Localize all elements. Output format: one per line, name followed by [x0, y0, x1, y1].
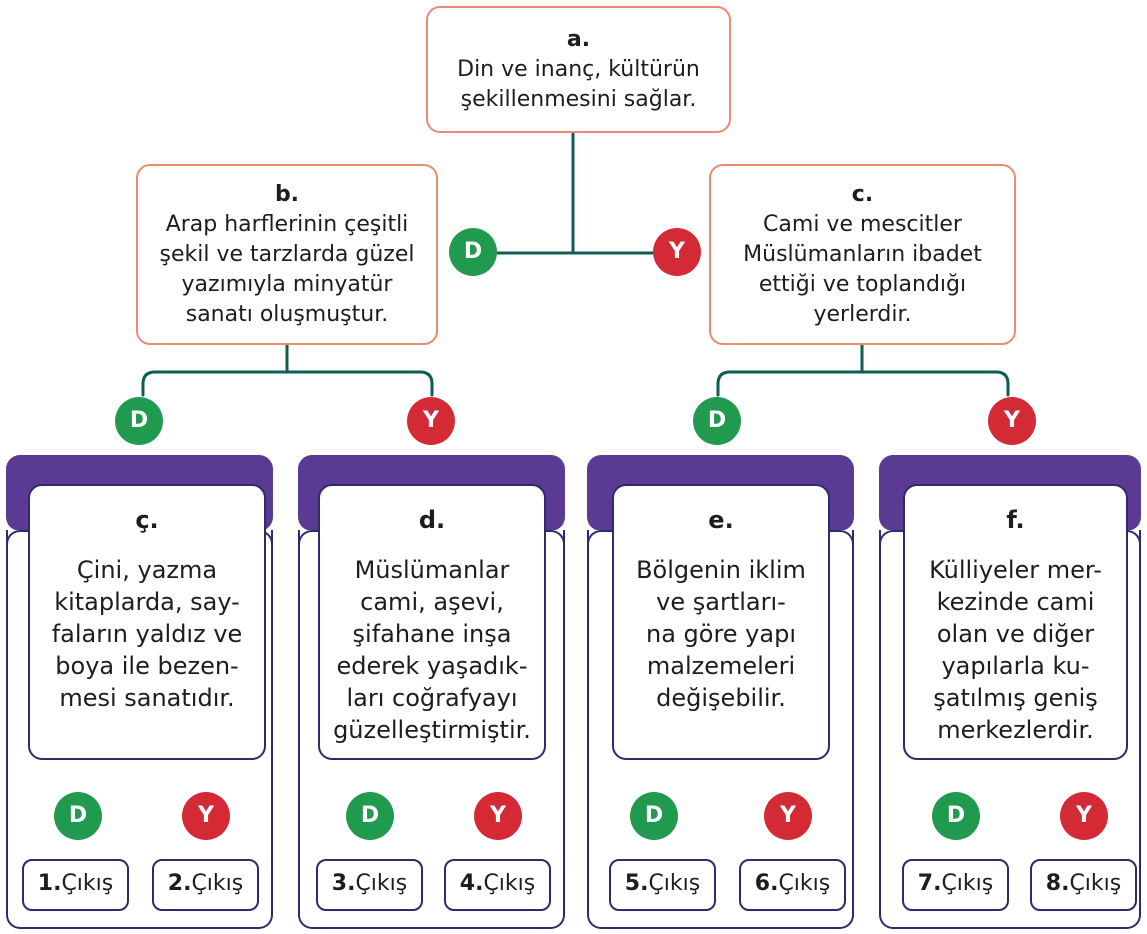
card-text: Bölgenin iklim ve şartları- na göre yapı…: [636, 556, 806, 712]
statement-card-c-cedilla: ç. Çini, yazma kitaplarda, say- faların …: [28, 484, 266, 760]
box-letter: c.: [851, 181, 874, 207]
exit-number: 7.: [917, 871, 942, 896]
box-text: Din ve inanç, kültürün şekillenmesini sa…: [457, 56, 700, 112]
exit-label: Çıkış: [1069, 871, 1122, 896]
exit-number: 6.: [754, 871, 779, 896]
card-letter: d.: [418, 506, 446, 534]
exit-number: 8.: [1045, 871, 1070, 896]
exit-box-1[interactable]: 1.Çıkış: [22, 859, 129, 911]
statement-box-c: c. Cami ve mescitler Müslümanların ibade…: [709, 164, 1016, 345]
exit-label: Çıkış: [778, 871, 831, 896]
false-answer-circle[interactable]: Y: [653, 228, 701, 276]
exit-box-7[interactable]: 7.Çıkış: [902, 859, 1009, 911]
card-text: Müslümanlar cami, aşevi, şifahane inşa e…: [333, 556, 531, 744]
exit-box-4[interactable]: 4.Çıkış: [444, 859, 551, 911]
false-answer-circle[interactable]: Y: [474, 792, 522, 840]
false-answer-circle[interactable]: Y: [764, 792, 812, 840]
box-text: Cami ve mescitler Müslümanların ibadet e…: [743, 211, 982, 327]
statement-card-e: e. Bölgenin iklim ve şartları- na göre y…: [612, 484, 830, 760]
card-letter: ç.: [135, 506, 159, 534]
exit-label: Çıkış: [648, 871, 701, 896]
exit-label: Çıkış: [191, 871, 244, 896]
false-answer-circle[interactable]: Y: [1060, 792, 1108, 840]
false-answer-circle[interactable]: Y: [407, 397, 455, 445]
box-letter: b.: [274, 181, 300, 207]
exit-box-8[interactable]: 8.Çıkış: [1030, 859, 1137, 911]
exit-number: 2.: [167, 871, 192, 896]
exit-box-6[interactable]: 6.Çıkış: [739, 859, 846, 911]
statement-card-d: d. Müslümanlar cami, aşevi, şifahane inş…: [318, 484, 546, 760]
box-text: Arap harflerinin çeşitli şekil ve tarzla…: [159, 211, 415, 327]
exit-label: Çıkış: [483, 871, 536, 896]
true-answer-circle[interactable]: D: [932, 792, 980, 840]
statement-box-b: b. Arap harflerinin çeşitli şekil ve tar…: [136, 164, 438, 345]
true-answer-circle[interactable]: D: [449, 228, 497, 276]
true-answer-circle[interactable]: D: [630, 792, 678, 840]
box-letter: a.: [566, 26, 591, 52]
exit-box-3[interactable]: 3.Çıkış: [316, 859, 423, 911]
true-answer-circle[interactable]: D: [693, 397, 741, 445]
true-answer-circle[interactable]: D: [115, 397, 163, 445]
card-text: Külliyeler mer- kezinde cami olan ve diğ…: [929, 556, 1102, 744]
false-answer-circle[interactable]: Y: [182, 792, 230, 840]
exit-label: Çıkış: [941, 871, 994, 896]
true-answer-circle[interactable]: D: [346, 792, 394, 840]
exit-number: 1.: [37, 871, 62, 896]
exit-box-5[interactable]: 5.Çıkış: [609, 859, 716, 911]
statement-card-f: f. Külliyeler mer- kezinde cami olan ve …: [903, 484, 1128, 760]
exit-label: Çıkış: [355, 871, 408, 896]
card-letter: f.: [1006, 506, 1025, 534]
statement-box-a: a. Din ve inanç, kültürün şekillenmesini…: [426, 6, 731, 133]
exit-label: Çıkış: [61, 871, 114, 896]
false-answer-circle[interactable]: Y: [988, 397, 1036, 445]
true-answer-circle[interactable]: D: [54, 792, 102, 840]
card-letter: e.: [708, 506, 734, 534]
exit-number: 5.: [624, 871, 649, 896]
exit-box-2[interactable]: 2.Çıkış: [152, 859, 259, 911]
card-text: Çini, yazma kitaplarda, say- faların yal…: [51, 556, 243, 712]
exit-number: 3.: [331, 871, 356, 896]
exit-number: 4.: [459, 871, 484, 896]
